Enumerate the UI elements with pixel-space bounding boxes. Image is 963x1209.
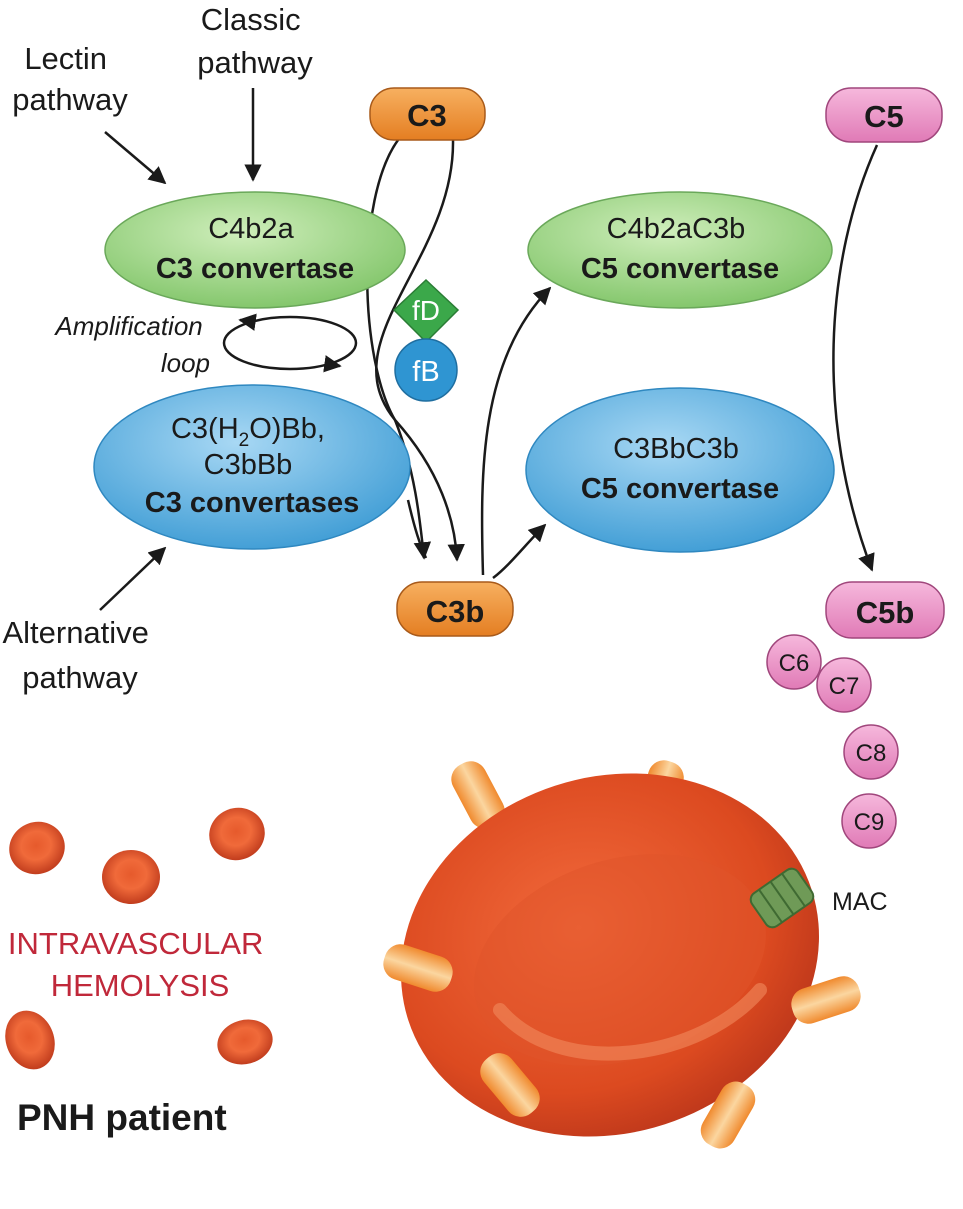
svg-text:fD: fD: [412, 295, 440, 326]
svg-text:C8: C8: [856, 740, 887, 767]
svg-text:fB: fB: [412, 356, 439, 388]
hemolysis-label: INTRAVASCULAR HEMOLYSIS: [8, 926, 272, 1003]
arrow-c3b-to-c5conv-blue: [492, 523, 547, 579]
mac-label: MAC: [832, 888, 888, 916]
c3b-pill: C3b: [396, 581, 514, 637]
svg-text:C9: C9: [854, 809, 885, 836]
pnh-patient-label: PNH patient: [17, 1097, 227, 1138]
c6-circle: C6: [766, 634, 822, 690]
classic-c3-convertase: C4b2a C3 convertase: [104, 191, 406, 309]
c7-circle: C7: [816, 657, 872, 713]
c3-deposit-right: [791, 976, 861, 1024]
lysed-cell: [217, 1019, 273, 1065]
alternative-c5-convertase: C3BbC3b C5 convertase: [525, 387, 835, 553]
arrow-c3b-to-c5conv-green: [480, 286, 552, 576]
c3-deposit-top-left: [451, 761, 505, 829]
arrow-c3-to-c3b-b: [375, 139, 465, 562]
alternative-pathway-label: Alternative pathway: [2, 615, 157, 695]
svg-text:C4b2a C3 convertase: C4b2a C3 convertase: [156, 213, 354, 285]
c3-pill: C3: [369, 87, 486, 141]
arrow-c3bbb-to-c3b: [406, 499, 428, 559]
svg-text:C3(H2O)Bb, C3bBb C: C3(H2O)Bb, C3bBb C3 convertases: [145, 413, 359, 519]
arrow-c3-to-c3b-a: [366, 139, 432, 560]
lectin-pathway-label: Lectin pathway: [12, 41, 128, 117]
c3-deposit-bottom-left: [480, 1053, 540, 1117]
lysed-cells: [5, 807, 273, 1070]
amplification-loop-label: Amplification loop: [53, 311, 210, 378]
lysed-cell: [5, 1010, 55, 1070]
svg-text:C6: C6: [779, 650, 810, 677]
svg-text:C3BbC3b C5 convertase: C3BbC3b C5 convertase: [581, 433, 779, 505]
c5-pill: C5: [825, 87, 943, 143]
alternative-c3-convertases: C3(H2O)Bb, C3bBb C3 convertases: [93, 384, 411, 550]
arrows: [99, 88, 879, 611]
c8-circle: C8: [843, 724, 899, 780]
c3-deposit-left: [383, 944, 453, 992]
svg-text:C3: C3: [407, 98, 447, 133]
arrow-lectin: [104, 131, 167, 185]
arrow-alternative: [99, 546, 167, 611]
lysed-cell: [102, 850, 160, 904]
svg-text:C4b2aC3b C5 convertase: C4b2aC3b C5 convertase: [581, 213, 779, 285]
classic-c5-convertase: C4b2aC3b C5 convertase: [527, 191, 833, 309]
factor-b: fB: [394, 338, 458, 402]
c9-circle: C9: [841, 793, 897, 849]
lysed-cell: [9, 821, 65, 875]
red-blood-cell: [383, 760, 861, 1149]
c5b-pill: C5b: [825, 581, 945, 639]
lysed-cell: [209, 807, 265, 861]
svg-text:C5b: C5b: [856, 595, 915, 630]
c3-deposit-bottom-right: [700, 1081, 756, 1149]
svg-text:C7: C7: [829, 673, 860, 700]
svg-text:C3b: C3b: [426, 594, 485, 629]
amplification-loop: [222, 315, 358, 371]
arrow-c5-to-c5b: [832, 144, 879, 572]
mac-pore: [749, 867, 815, 929]
svg-text:C5: C5: [864, 99, 904, 134]
classic-pathway-label: Classic pathway: [197, 2, 313, 80]
factor-d: fD: [392, 278, 460, 344]
